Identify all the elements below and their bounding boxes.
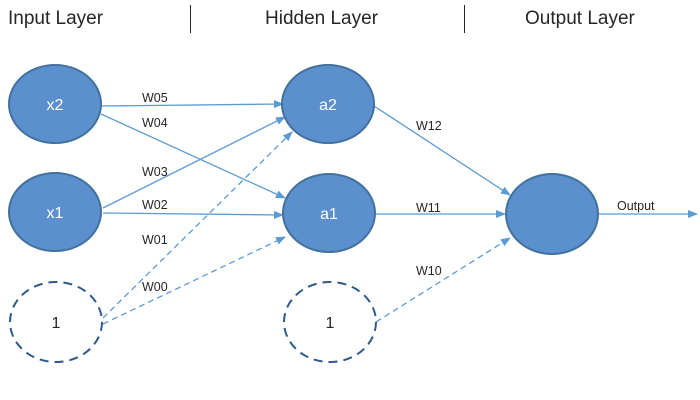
weight-label-w02: W02 xyxy=(142,198,168,212)
node-hidden-bias-label: 1 xyxy=(326,315,335,332)
node-x1-label: x1 xyxy=(47,205,64,222)
node-a2 xyxy=(281,64,375,144)
output-layer-header: Output Layer xyxy=(525,8,635,29)
edge-a2-out xyxy=(373,105,511,196)
weight-label-w04: W04 xyxy=(142,116,168,130)
node-a2-label: a2 xyxy=(319,97,337,114)
edge-hbias-out xyxy=(375,237,511,323)
weight-label-w03: W03 xyxy=(142,165,168,179)
edge-x1-a1 xyxy=(102,210,284,219)
node-input-bias xyxy=(9,281,103,363)
header-divider-left xyxy=(190,5,191,33)
output-label: Output xyxy=(617,199,655,213)
node-a1-label: a1 xyxy=(320,206,338,223)
node-a1 xyxy=(282,173,376,253)
edge-bias-a1 xyxy=(102,236,286,325)
hidden-layer-header: Hidden Layer xyxy=(265,8,379,29)
weight-label-w10: W10 xyxy=(416,264,442,278)
weight-label-w12: W12 xyxy=(416,119,442,133)
node-x2-label: x2 xyxy=(47,97,64,114)
weight-label-w11: W11 xyxy=(416,201,441,215)
edge-bias-a2 xyxy=(102,131,293,319)
node-output xyxy=(505,173,599,255)
node-input-bias-label: 1 xyxy=(52,315,61,332)
node-hidden-bias xyxy=(283,281,377,363)
edge-x1-a2 xyxy=(102,116,286,209)
weight-label-w05: W05 xyxy=(142,91,168,105)
weight-label-w01: W01 xyxy=(142,233,168,247)
node-x2 xyxy=(8,64,102,144)
edge-x2-a1 xyxy=(100,113,286,199)
header-divider-right xyxy=(464,5,465,33)
edge-x2-a2 xyxy=(100,100,284,109)
input-layer-header: Input Layer xyxy=(8,8,104,29)
node-x1 xyxy=(8,172,102,252)
weight-label-w00: W00 xyxy=(142,280,168,294)
